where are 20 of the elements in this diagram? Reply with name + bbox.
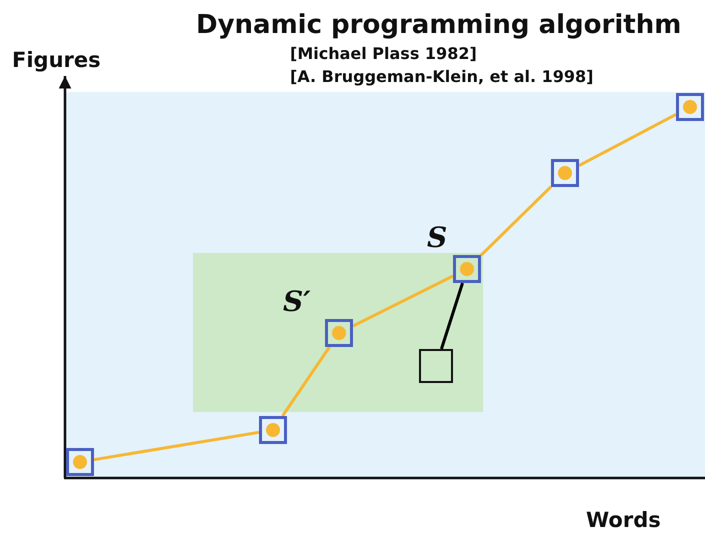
citation: [A. Bruggeman-Klein, et al. 1998] [290,67,594,86]
connector-line [281,346,331,417]
square-marker [419,349,453,383]
connector-line [352,274,454,328]
title: Dynamic programming algorithm [196,10,682,40]
connector-line [94,430,260,462]
axis-label: Words [586,508,661,532]
data-point-marker [325,319,353,347]
connector-line [440,282,464,350]
connector-line [480,186,552,256]
data-point-marker [66,448,94,476]
data-point-marker [676,93,704,121]
connector-line [578,113,677,167]
axis-label: Figures [12,48,101,72]
data-point-marker [259,416,287,444]
data-point-marker [551,159,579,187]
point-label: S′ [283,285,311,318]
data-point-marker [453,255,481,283]
point-label: S [427,221,448,254]
citation: [Michael Plass 1982] [290,44,477,63]
